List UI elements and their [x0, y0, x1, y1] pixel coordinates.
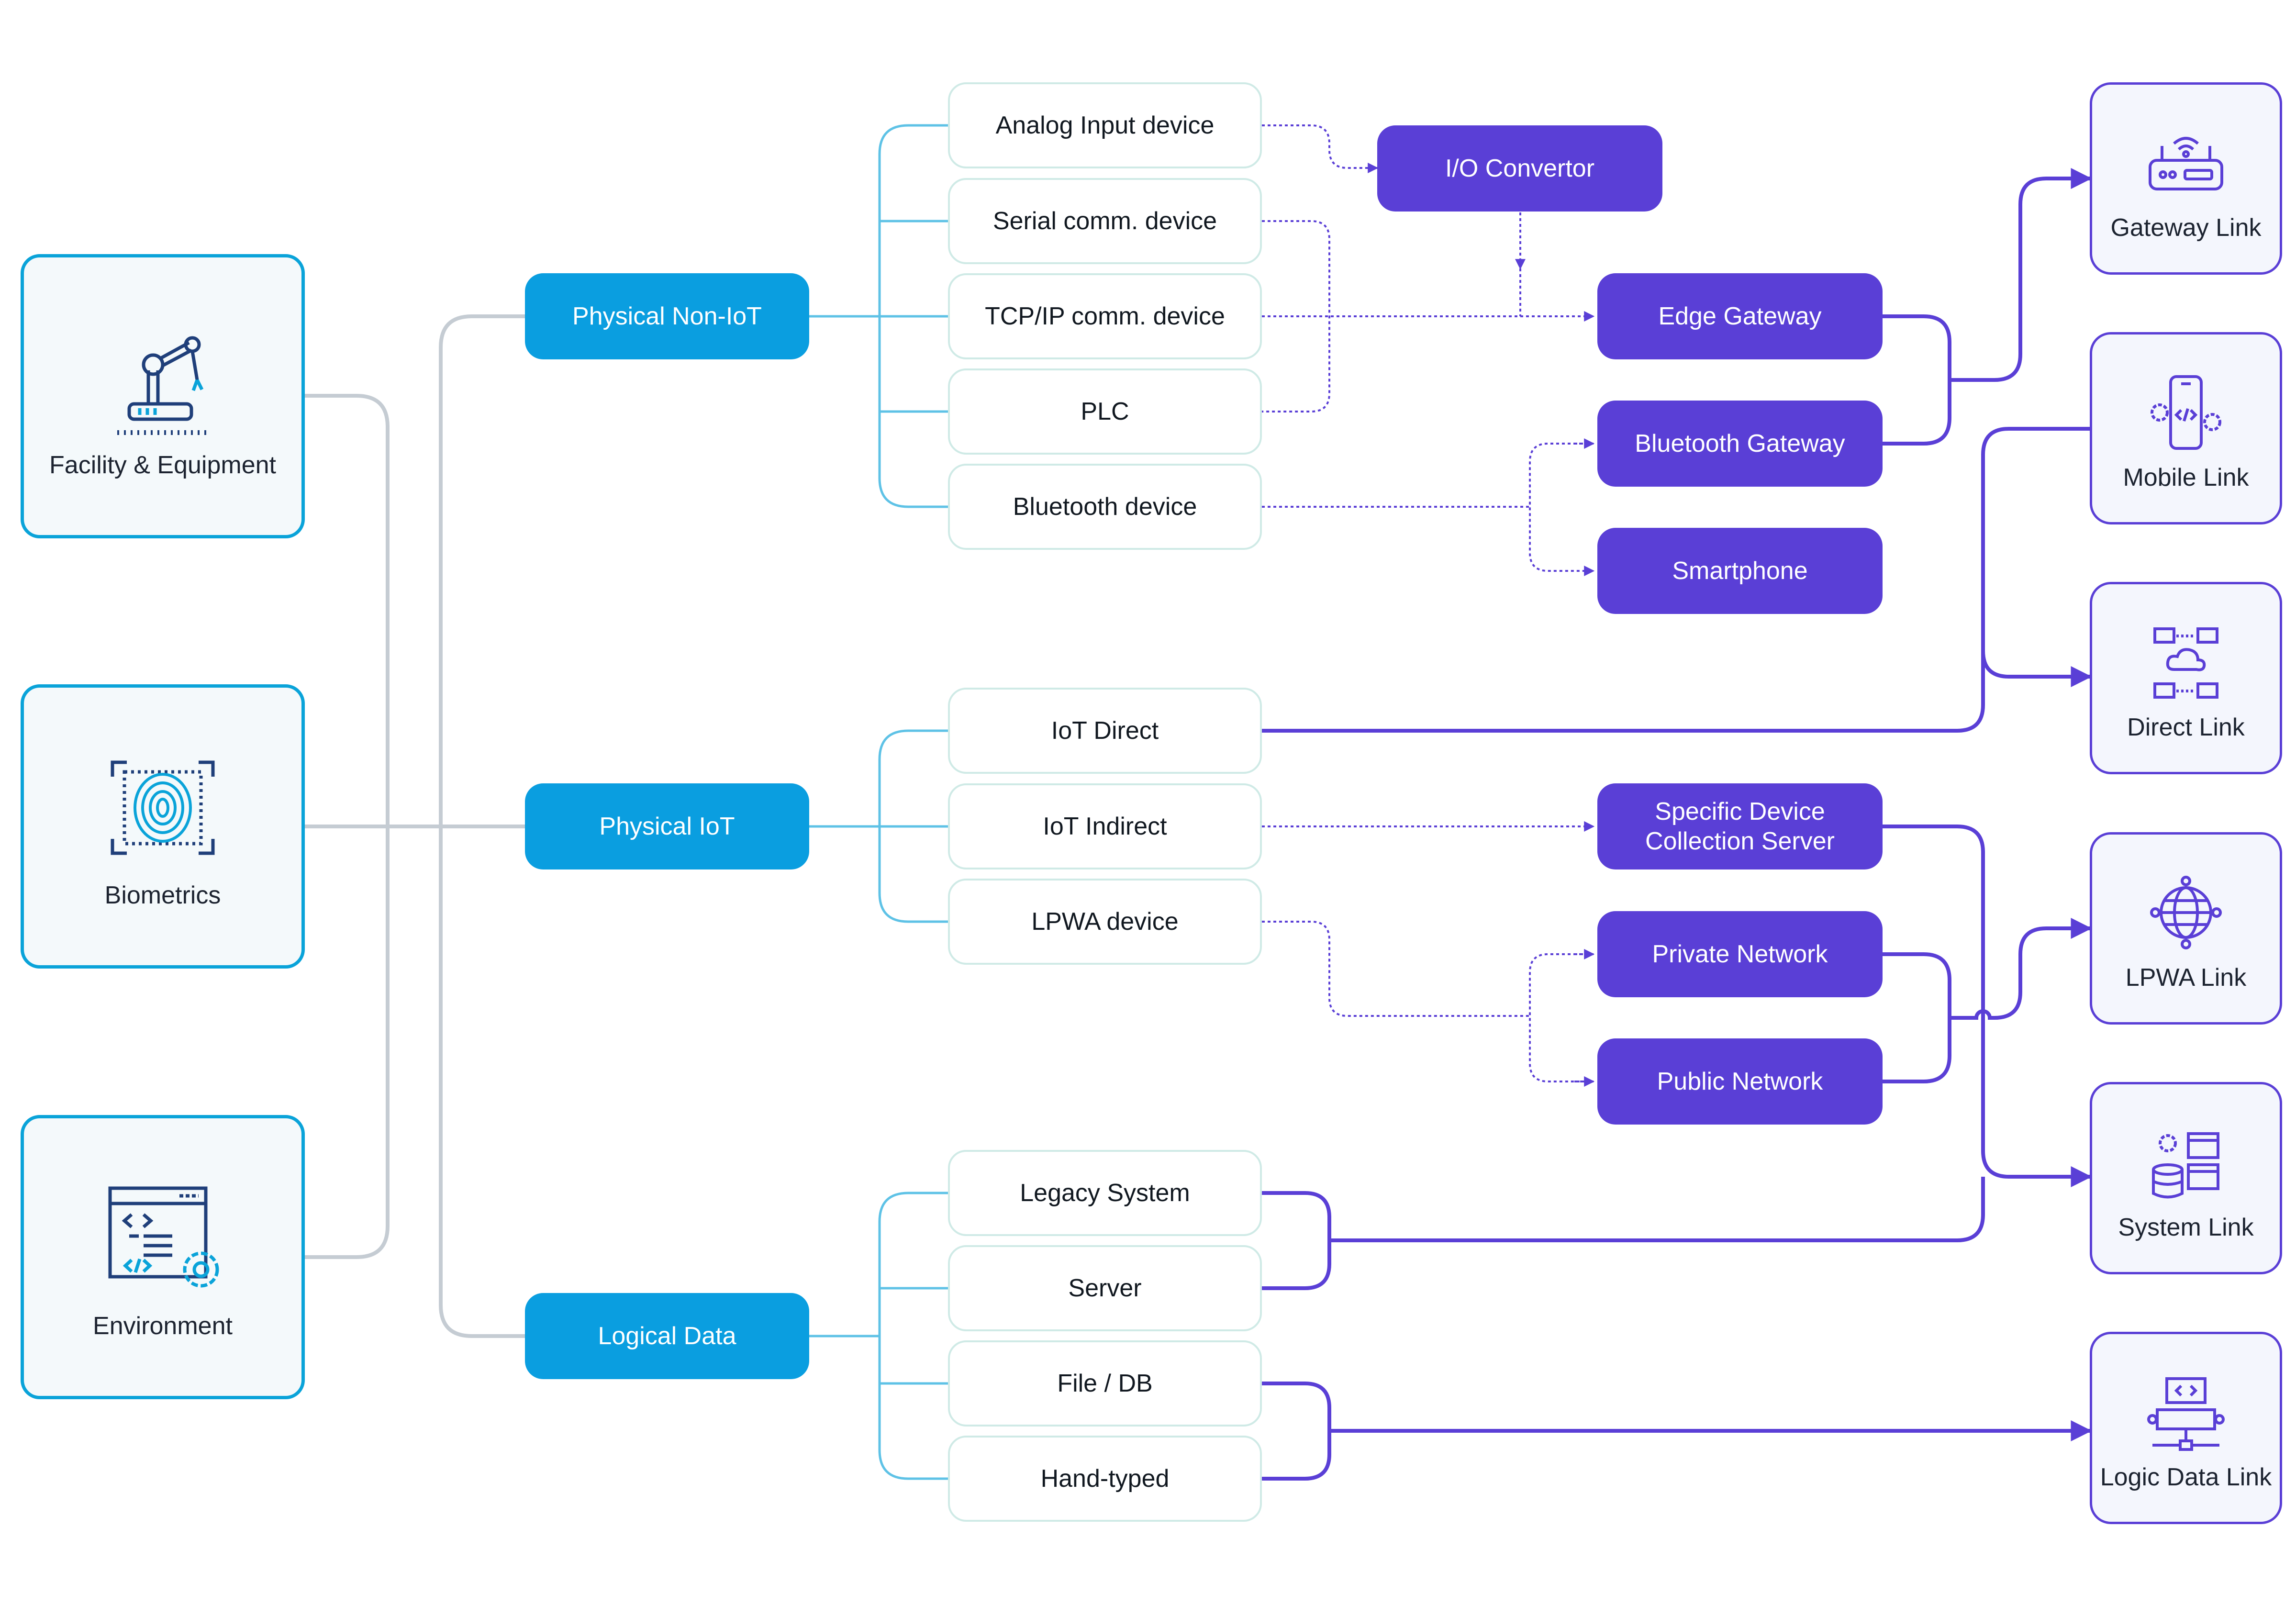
hub-label: Smartphone	[1672, 557, 1808, 585]
link-label: Direct Link	[2127, 713, 2245, 741]
device-bluetooth[interactable]: Bluetooth device	[948, 464, 1262, 550]
globe-network-icon	[2150, 876, 2222, 949]
category-label: Logical Data	[598, 1322, 736, 1350]
link-system[interactable]: System Link	[2090, 1082, 2282, 1274]
device-legacy-system[interactable]: Legacy System	[948, 1150, 1262, 1236]
link-label: Logic Data Link	[2100, 1463, 2272, 1491]
link-label: LPWA Link	[2125, 964, 2247, 992]
source-environment[interactable]: Environment	[21, 1115, 305, 1399]
robot-arm-icon	[117, 336, 208, 435]
mobile-code-icon	[2151, 375, 2221, 450]
device-label: Server	[1068, 1274, 1142, 1302]
link-label: Gateway Link	[2110, 214, 2262, 242]
device-iot-direct[interactable]: IoT Direct	[948, 688, 1262, 774]
hub-label: Private Network	[1652, 940, 1828, 968]
device-plc[interactable]: PLC	[948, 368, 1262, 455]
link-mobile[interactable]: Mobile Link	[2090, 332, 2282, 524]
device-label: Legacy System	[1020, 1179, 1190, 1207]
device-serial-comm[interactable]: Serial comm. device	[948, 178, 1262, 264]
device-to-hub-dotted-lines	[1262, 124, 1595, 1087]
hub-label: Public Network	[1657, 1068, 1823, 1095]
device-lpwa[interactable]: LPWA device	[948, 879, 1262, 965]
hub-io-convertor[interactable]: I/O Convertor	[1377, 125, 1662, 212]
hub-label: Bluetooth Gateway	[1635, 430, 1845, 457]
source-facility-equipment[interactable]: Facility & Equipment	[21, 254, 305, 538]
hub-label: Specific Device Collection Server	[1645, 798, 1835, 855]
fingerprint-icon	[111, 760, 215, 855]
link-label: Mobile Link	[2123, 464, 2249, 491]
device-label: LPWA device	[1031, 908, 1179, 936]
hub-specific-device-collection-server[interactable]: Specific Device Collection Server	[1597, 783, 1883, 869]
database-server-icon	[2152, 1132, 2219, 1199]
source-label: Facility & Equipment	[49, 451, 276, 479]
source-to-category-lines	[305, 314, 525, 1338]
device-analog-input[interactable]: Analog Input device	[948, 82, 1262, 168]
device-label: Hand-typed	[1040, 1465, 1170, 1493]
hub-label: Edge Gateway	[1658, 302, 1822, 330]
hub-public-network[interactable]: Public Network	[1597, 1038, 1883, 1125]
source-label: Environment	[93, 1312, 233, 1340]
device-file-db[interactable]: File / DB	[948, 1340, 1262, 1427]
source-biometrics[interactable]: Biometrics	[21, 684, 305, 969]
category-physical-non-iot[interactable]: Physical Non-IoT	[525, 273, 809, 359]
category-logical-data[interactable]: Logical Data	[525, 1293, 809, 1379]
code-network-icon	[2147, 1377, 2225, 1451]
category-label: Physical Non-IoT	[572, 302, 762, 330]
category-physical-iot[interactable]: Physical IoT	[525, 783, 809, 869]
device-label: Analog Input device	[995, 111, 1215, 139]
device-label: IoT Direct	[1051, 717, 1159, 745]
device-label: Bluetooth device	[1013, 493, 1197, 521]
code-window-gear-icon	[108, 1186, 219, 1288]
link-lpwa[interactable]: LPWA Link	[2090, 832, 2282, 1025]
hub-private-network[interactable]: Private Network	[1597, 911, 1883, 997]
device-label: Serial comm. device	[992, 207, 1217, 235]
hub-edge-gateway[interactable]: Edge Gateway	[1597, 273, 1883, 359]
device-label: TCP/IP comm. device	[985, 302, 1225, 330]
device-iot-indirect[interactable]: IoT Indirect	[948, 783, 1262, 869]
link-gateway[interactable]: Gateway Link	[2090, 82, 2282, 275]
source-label: Biometrics	[104, 881, 221, 909]
device-tcpip-comm[interactable]: TCP/IP comm. device	[948, 273, 1262, 359]
device-label: IoT Indirect	[1043, 813, 1167, 840]
hub-label: I/O Convertor	[1445, 155, 1595, 182]
link-direct[interactable]: Direct Link	[2090, 582, 2282, 774]
device-server[interactable]: Server	[948, 1245, 1262, 1331]
link-label: System Link	[2118, 1214, 2254, 1241]
link-logic-data[interactable]: Logic Data Link	[2090, 1332, 2282, 1524]
device-label: File / DB	[1057, 1370, 1153, 1397]
device-label: PLC	[1081, 398, 1129, 425]
hub-smartphone[interactable]: Smartphone	[1597, 528, 1883, 614]
category-to-device-lines	[809, 124, 948, 1480]
router-icon	[2149, 137, 2223, 190]
category-label: Physical IoT	[599, 813, 735, 840]
hub-bluetooth-gateway[interactable]: Bluetooth Gateway	[1597, 401, 1883, 487]
hub-to-link-lines	[1262, 168, 2092, 1481]
device-hand-typed[interactable]: Hand-typed	[948, 1436, 1262, 1522]
cloud-network-icon	[2153, 627, 2218, 699]
